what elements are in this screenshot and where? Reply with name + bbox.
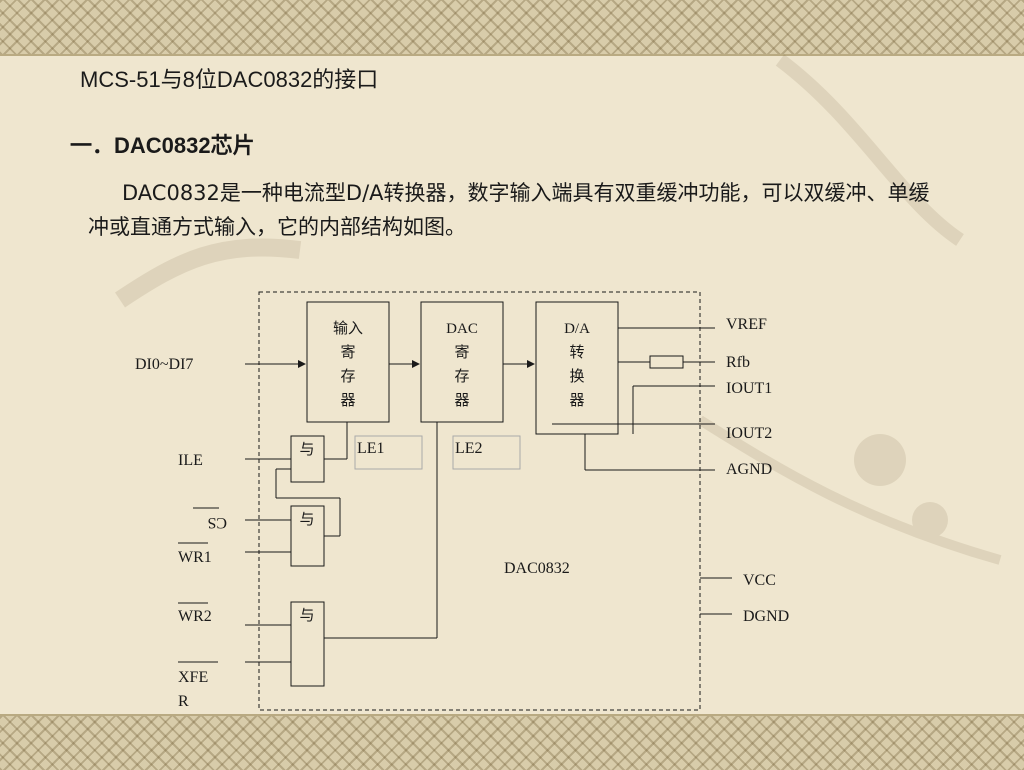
and-gate-3	[290, 601, 325, 687]
pin-iout1: IOUT1	[726, 380, 772, 397]
pin-di: DI0~DI7	[135, 356, 193, 373]
input-register-label-2: 寄	[340, 343, 355, 361]
top-decorative-band	[0, 0, 1024, 56]
pin-wr1: WR1	[178, 549, 212, 566]
da-converter-label-1: D/A	[564, 321, 590, 337]
da-converter-block	[535, 301, 619, 435]
pin-vref: VREF	[726, 316, 767, 333]
and-gate-3-label: 与	[299, 607, 314, 624]
input-register-label-3: 存	[340, 368, 355, 385]
dac-register-label-4: 器	[454, 393, 469, 409]
input-register-label-1: 输入	[333, 320, 363, 337]
description-paragraph: DAC0832是一种电流型D/A转换器，数字输入端具有双重缓冲功能，可以双缓冲、…	[88, 176, 948, 244]
pin-vcc: VCC	[743, 572, 776, 589]
rfb-resistor	[649, 355, 684, 369]
and-gate-1-label: 与	[299, 441, 314, 458]
pin-iout2: IOUT2	[726, 425, 772, 442]
le2-label: LE2	[455, 440, 483, 457]
chip-name-label: DAC0832	[504, 560, 570, 577]
dac-register-label-3: 存	[454, 368, 469, 385]
pin-rfb: Rfb	[726, 354, 750, 371]
pin-xfer-1: XFE	[178, 669, 208, 686]
description-text: DAC0832是一种电流型D/A转换器，数字输入端具有双重缓冲功能，可以双缓冲、…	[88, 181, 930, 239]
slide-title: MCS-51与8位DAC0832的接口	[80, 67, 379, 92]
da-converter-label-3: 换	[569, 368, 584, 385]
section-heading: 一．DAC0832芯片	[70, 133, 255, 158]
pin-ile: ILE	[178, 452, 203, 469]
da-converter-label-4: 器	[569, 393, 584, 409]
input-register-block	[306, 301, 390, 423]
da-converter-label-2: 转	[569, 344, 584, 361]
chip-outline	[258, 291, 701, 711]
pin-xfer-2: R	[178, 693, 189, 710]
dac-register-label-1: DAC	[446, 321, 478, 337]
pin-wr2: WR2	[178, 608, 212, 625]
pin-cs: CS	[207, 514, 227, 531]
pin-dgnd: DGND	[743, 608, 789, 625]
pin-agnd: AGND	[726, 461, 772, 478]
and-gate-2-label: 与	[299, 511, 314, 528]
input-register-label-4: 器	[340, 393, 355, 409]
dac-register-label-2: 寄	[454, 343, 469, 361]
le1-label: LE1	[357, 440, 385, 457]
le1-box	[354, 435, 423, 470]
le2-box	[452, 435, 521, 470]
dac-register-block	[420, 301, 504, 423]
bottom-decorative-band	[0, 714, 1024, 770]
